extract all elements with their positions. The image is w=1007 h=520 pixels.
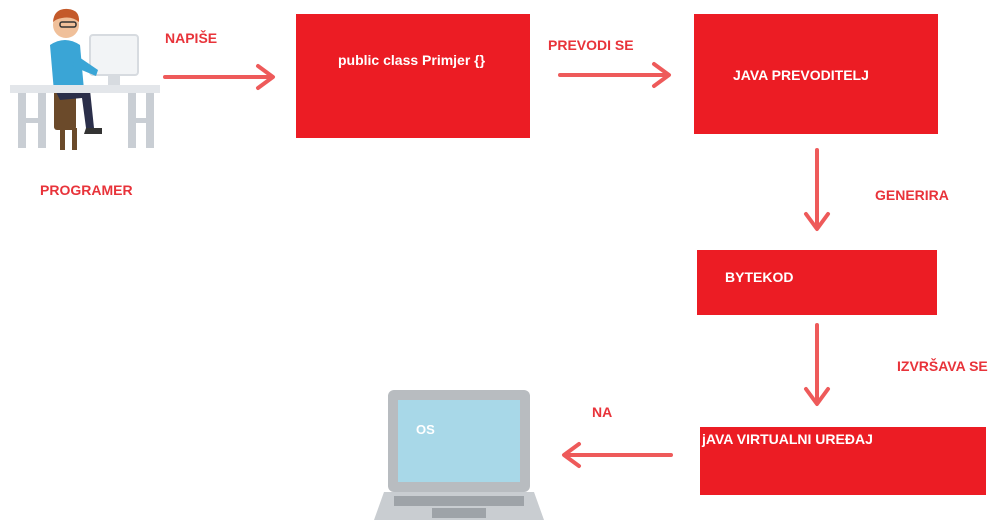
source-code-box xyxy=(296,14,530,138)
edge-label-compiles: PREVODI SE xyxy=(548,37,634,53)
arrow-writes xyxy=(163,64,275,90)
source-code-text: public class Primjer {} xyxy=(338,52,486,68)
os-label: OS xyxy=(416,422,435,437)
jvm-box xyxy=(700,427,986,495)
edge-label-on: NA xyxy=(592,404,613,420)
edge-label-generates: GENERIRA xyxy=(875,187,949,203)
edge-label-writes: NAPIŠE xyxy=(165,30,218,46)
arrow-generates xyxy=(804,148,830,231)
laptop-icon xyxy=(374,390,544,520)
bytecode-box xyxy=(697,250,937,315)
edge-label-executes: IZVRŠAVA SE xyxy=(897,358,988,374)
programmer-icon xyxy=(10,8,160,150)
programmer-label: PROGRAMER xyxy=(40,182,133,198)
arrow-compiles xyxy=(558,62,671,88)
compiler-text: JAVA PREVODITELJ xyxy=(733,67,869,83)
bytecode-text: BYTEKOD xyxy=(725,269,794,285)
arrow-executes xyxy=(804,323,830,406)
jvm-text: jAVA VIRTUALNI UREĐAJ xyxy=(702,431,873,447)
arrow-on xyxy=(562,442,673,468)
compiler-box xyxy=(694,14,938,134)
